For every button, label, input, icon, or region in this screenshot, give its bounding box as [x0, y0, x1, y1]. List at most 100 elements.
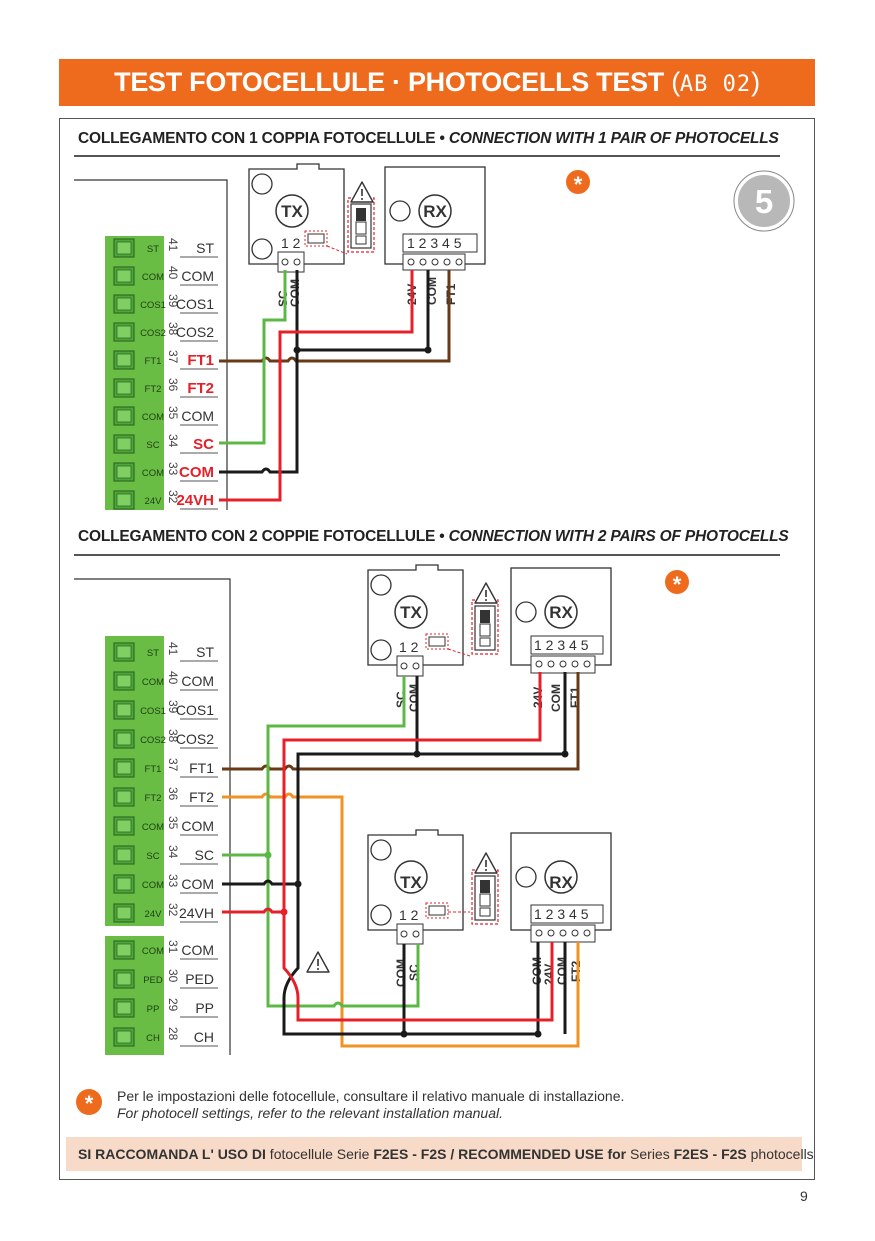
- terminal-label: COM: [181, 268, 214, 284]
- tx-pin-label-sc-2: SC: [394, 691, 408, 708]
- terminal-tag: COS1: [140, 706, 166, 717]
- terminal-label: CH: [194, 1029, 214, 1045]
- terminal-number: 35: [166, 816, 180, 830]
- terminal-label: COM: [179, 464, 214, 481]
- tx-pin-label-com-2: COM: [407, 684, 421, 712]
- terminal-number: 41: [166, 238, 180, 252]
- tx-dip-3: [428, 905, 446, 916]
- terminal-label: COS1: [176, 296, 214, 312]
- rx-pin: [419, 258, 427, 266]
- tx-terminals-3: 1 2: [399, 907, 419, 923]
- tx-dip-highlight-3: [425, 902, 449, 919]
- terminal-label: COS2: [176, 731, 214, 747]
- rx-pin-label-ft1-1: FT1: [444, 283, 458, 305]
- terminal-number: 32: [166, 903, 180, 917]
- screw-terminal-inner: [116, 761, 132, 775]
- rx-pin-label-ft1-2: FT1: [568, 686, 582, 708]
- terminal-number: 40: [166, 671, 180, 685]
- section1-title-it: COLLEGAMENTO CON 1 COPPIA FOTOCELLULE •: [78, 130, 445, 147]
- terminal-tag: PED: [143, 975, 163, 986]
- rx-pin: [535, 660, 543, 668]
- rx-terminal-strip-1: [402, 233, 478, 253]
- terminal-tag: COM: [142, 272, 164, 283]
- settings-note: Per le impostazioni delle fotocellule, c…: [117, 1088, 624, 1122]
- junction-dot-1: [293, 346, 301, 354]
- recommend-part-2: fotocellule Serie: [265, 1146, 374, 1162]
- section1-title: COLLEGAMENTO CON 1 COPPIA FOTOCELLULE • …: [78, 130, 779, 148]
- screw-terminal-inner: [116, 437, 132, 451]
- junction-dot-7: [561, 750, 569, 758]
- terminal-label: COS2: [176, 324, 214, 340]
- rx-pin: [559, 929, 567, 937]
- terminal-tag: 24V: [145, 496, 163, 507]
- recommend-part-3: F2ES - F2S / RECOMMENDED USE for: [373, 1146, 627, 1162]
- page-header-banner: TEST FOTOCELLULE · PHOTOCELLS TEST (AB 0…: [59, 59, 815, 106]
- tx-pin-2b: [412, 662, 420, 670]
- junction-dot-8: [400, 1030, 408, 1038]
- tx-terminals-2: 1 2: [399, 639, 419, 655]
- screw-terminal-inner: [116, 1030, 132, 1044]
- tx-dip-leader-2: [447, 648, 471, 657]
- terminal-label: COM: [181, 876, 214, 892]
- terminal-number: 34: [166, 434, 180, 448]
- terminal-tag: SC: [146, 440, 159, 451]
- wire-sc-green-2: [222, 676, 406, 857]
- tx-connector-2: [396, 655, 424, 677]
- terminal-tag: COS2: [140, 328, 166, 339]
- recommend-part-4: Series: [626, 1146, 674, 1162]
- tx-dip-2: [428, 636, 446, 647]
- warning-icon-3: [474, 852, 498, 874]
- terminal-number: 36: [166, 787, 180, 801]
- rx-terminals-2: 1 2 3 4 5: [534, 637, 589, 653]
- step-badge: 5: [733, 170, 795, 232]
- wire-com-black-2: [222, 672, 567, 886]
- tx-terminals-1: 1 2: [281, 235, 301, 251]
- rx-terminal-strip-3: [530, 904, 604, 924]
- info-marker-2: *: [665, 570, 689, 597]
- terminal-number: 32: [166, 490, 180, 504]
- rx-pin-label-24v-3: 24V: [542, 964, 556, 985]
- terminal-label: FT1: [187, 352, 214, 369]
- screw-terminal-inner: [116, 877, 132, 891]
- screw-terminal-inner: [116, 493, 132, 507]
- terminal-label: ST: [196, 644, 214, 660]
- terminal-number: 31: [166, 940, 180, 954]
- screw-terminal-inner: [116, 943, 132, 957]
- tx-pin-1b: [293, 258, 301, 266]
- board-outline-2: [74, 578, 231, 1055]
- note-text-it: Per le impostazioni delle fotocellule, c…: [117, 1088, 625, 1104]
- screw-terminal-inner: [116, 972, 132, 986]
- page-number: 9: [800, 1188, 808, 1204]
- terminal-label: COM: [181, 408, 214, 424]
- terminal-tag: COS2: [140, 735, 166, 746]
- tx-connector-1: [277, 251, 305, 273]
- terminal-number: 28: [166, 1027, 180, 1041]
- note-text-en: For photocell settings, refer to the rel…: [117, 1105, 503, 1121]
- terminal-label: COM: [181, 818, 214, 834]
- terminal-tag: FT2: [145, 793, 162, 804]
- terminal-number: 33: [166, 874, 180, 888]
- tx-pin-2a: [400, 662, 408, 670]
- rx-pin: [571, 660, 579, 668]
- rx-pin: [559, 660, 567, 668]
- terminal-number: 29: [166, 998, 180, 1012]
- terminal-number: 41: [166, 642, 180, 656]
- junction-dot-2: [424, 346, 432, 354]
- terminal-tag: FT1: [145, 356, 162, 367]
- terminal-number: 39: [166, 294, 180, 308]
- terminal-label: FT2: [189, 789, 214, 805]
